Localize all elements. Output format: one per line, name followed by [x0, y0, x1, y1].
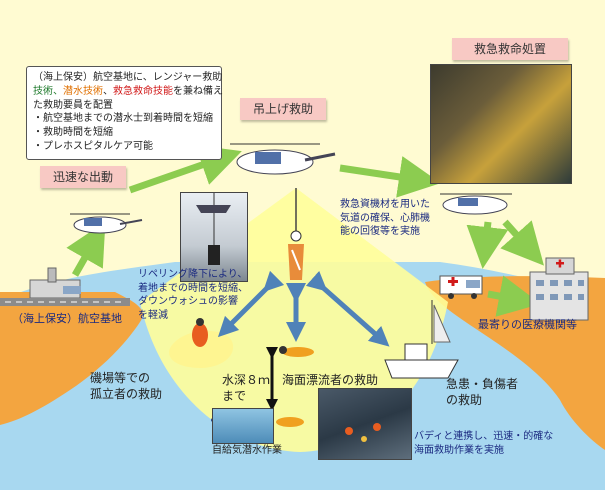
helicopter-icon [70, 213, 143, 234]
sea-rescue-photo [318, 388, 412, 460]
scuba-label: 自給気潜水作業 [212, 445, 282, 456]
arrow-to-vessel [305, 270, 390, 347]
hospital-icon [529, 257, 589, 321]
treatment-photo [430, 64, 572, 184]
hospital-label: 最寄りの医療機関等 [478, 318, 577, 331]
ambulance-icon [439, 275, 483, 299]
airway-label: 救急資機材を用いた気道の確保、心肺機能の回復等を実施 [340, 199, 430, 237]
diving-photo [212, 408, 274, 444]
helicopter-icon [230, 143, 336, 175]
rappel-label: リペリング降下により、着地までの時間を短縮、ダウンウォシュの影響を軽減 [138, 269, 248, 321]
arrow-hoist-to-treatment [339, 156, 441, 198]
note-bullet: ・救助時間を短縮 [33, 127, 113, 139]
hoist-rescue-box: 吊上げ救助 [240, 98, 326, 120]
rescuer-on-cable-icon [288, 230, 304, 280]
arrow-ambulance-to-hospital [487, 275, 541, 317]
buddy-label: バディと連携し、迅速・的確な海面救助作業を実施 [414, 431, 554, 456]
emergency-treatment-box: 救急救命処置 [452, 38, 568, 60]
note-bullet: ・航空基地までの潜水士到着時間を短縮 [33, 113, 213, 125]
drifting-rescue-label: 海面漂流者の救助 [282, 373, 379, 387]
note-bullet: ・プレホスピタルケア可能 [33, 140, 153, 152]
note-line: （海上保安）航空基地に、レンジャー救助 [33, 72, 223, 83]
arrow-heli-to-ambulance [466, 221, 509, 269]
helicopter-icon [440, 193, 512, 215]
injured-rescue-label: 急患・負傷者の救助 [446, 377, 519, 408]
arrow-to-isolated [217, 270, 285, 338]
swimmer-icon [192, 318, 208, 347]
sea-rescue-figures [345, 423, 381, 442]
note-line: た救助要員を配置 [33, 99, 113, 111]
swimmer-icon [279, 346, 314, 357]
rapid-dispatch-box: 迅速な出動 [40, 166, 126, 188]
air-base-icon [0, 267, 130, 306]
rappel-figure [196, 193, 231, 265]
land-left [0, 292, 143, 425]
arrow-base-to-dispatch [66, 221, 106, 277]
rappel-photo [180, 192, 248, 282]
rescue-team-note: （海上保安）航空基地に、レンジャー救助 技術、潜水技術、救急救命技能を兼ね備え … [26, 66, 223, 160]
arrow-heli-to-hospital [500, 219, 544, 266]
air-base-label: （海上保安）航空基地 [12, 312, 122, 325]
arrow-dispatch-to-hoist [128, 145, 242, 194]
vessel-icon [384, 300, 459, 379]
isolated-rescue-label: 磯場等での孤立者の救助 [90, 371, 163, 402]
note-line: 技術、潜水技術、救急救命技能を兼ね備え [33, 85, 223, 97]
